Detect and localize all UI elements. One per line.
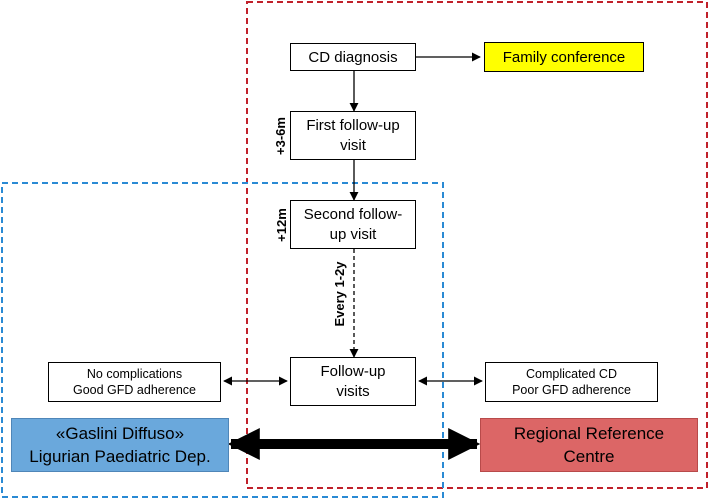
node-gaslini-diffuso: «Gaslini Diffuso» Ligurian Paediatric De… <box>11 418 229 472</box>
node-text: CD diagnosis <box>308 48 398 66</box>
node-complicated-cd: Complicated CD Poor GFD adherence <box>485 362 658 402</box>
node-text: Ligurian Paediatric Dep. <box>29 447 211 466</box>
edge-label-12m: +12m <box>274 208 289 242</box>
node-first-follow-up: First follow-up visit <box>290 111 416 160</box>
node-text: Complicated CD <box>525 367 617 381</box>
node-text: Good GFD adherence <box>73 383 196 397</box>
node-text: First follow-up <box>306 116 400 134</box>
node-text: visits <box>336 382 370 400</box>
node-text: visit <box>340 136 366 154</box>
node-text: Second follow- <box>303 205 403 223</box>
node-regional-reference-centre: Regional Reference Centre <box>480 418 698 472</box>
node-text: No complications <box>86 367 183 381</box>
node-no-complications: No complications Good GFD adherence <box>48 362 221 402</box>
node-second-follow-up: Second follow- up visit <box>290 200 416 249</box>
edge-label-3-6m: +3-6m <box>273 117 288 155</box>
node-text: up visit <box>329 225 377 243</box>
node-cd-diagnosis: CD diagnosis <box>290 43 416 71</box>
node-text: Family conference <box>502 48 626 66</box>
node-text: Poor GFD adherence <box>512 383 631 397</box>
node-family-conference: Family conference <box>484 42 644 72</box>
blue-region-outline <box>1 182 444 498</box>
node-text: «Gaslini Diffuso» <box>55 424 185 443</box>
node-text: Regional Reference <box>513 424 665 443</box>
node-text: Follow-up <box>320 362 386 380</box>
red-region-outline <box>246 1 708 489</box>
node-follow-up-visits: Follow-up visits <box>290 357 416 406</box>
edge-label-every-1-2y: Every 1-2y <box>332 261 347 327</box>
node-text: Centre <box>563 447 615 466</box>
